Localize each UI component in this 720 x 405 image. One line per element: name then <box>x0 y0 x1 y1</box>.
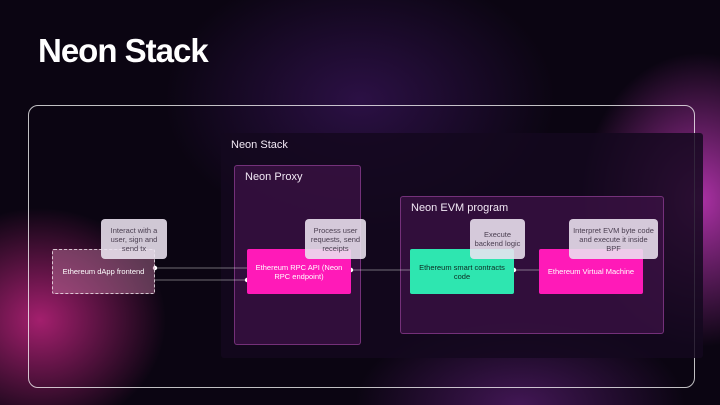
ethereum-rpc-api-node: Ethereum RPC API (Neon RPC endpoint) <box>247 249 351 294</box>
neon-proxy-panel-title: Neon Proxy <box>245 171 303 183</box>
proxy-note: Process user requests, send receipts <box>305 219 366 259</box>
neon-evm-panel-title: Neon EVM program <box>411 202 509 214</box>
dapp-note: Interact with a user, sign and send tx <box>101 219 167 259</box>
page-title: Neon Stack <box>38 32 209 69</box>
vm-note: Interpret EVM byte code and execute it i… <box>569 219 658 259</box>
connector-dot <box>152 265 158 271</box>
contracts-note: Execute backend logic <box>470 219 525 259</box>
neon-stack-panel-title: Neon Stack <box>231 139 288 151</box>
